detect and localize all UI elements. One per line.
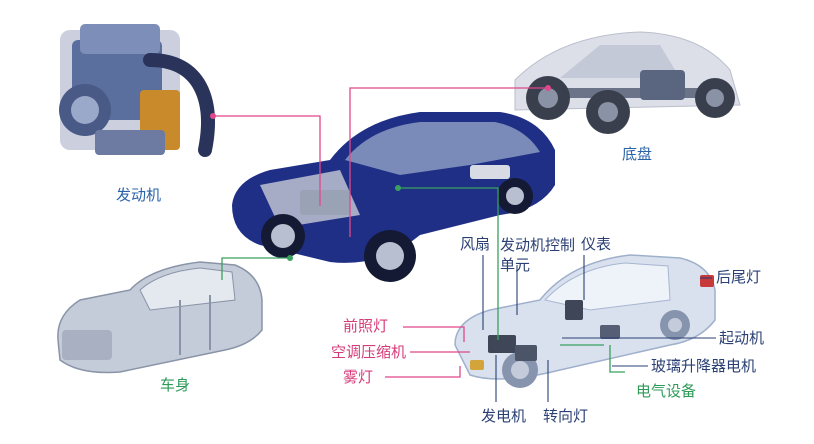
engine-illustration — [59, 24, 215, 157]
chassis-label: 底盘 — [622, 145, 653, 163]
complete-car-illustration — [232, 112, 555, 282]
chassis-illustration — [514, 31, 741, 134]
pink-connector-lines — [210, 85, 551, 378]
alternator-label: 发电机 — [481, 407, 527, 425]
electrical-equipment-label: 电气设备 — [636, 382, 697, 400]
turn-signal-label: 转向灯 — [543, 407, 589, 425]
starter-label: 起动机 — [719, 329, 765, 347]
headlight-label: 前照灯 — [343, 317, 389, 335]
body-label: 车身 — [160, 376, 191, 394]
instrument-label: 仪表 — [581, 235, 612, 253]
ac-compressor-label: 空调压缩机 — [331, 343, 407, 361]
window-motor-label: 玻璃升降器电机 — [651, 357, 757, 375]
ecu-label: 发动机控制单元 — [500, 236, 576, 274]
electrical-system-illustration — [454, 254, 716, 388]
navy-connector-lines — [482, 255, 716, 402]
green-connector-lines — [221, 185, 625, 373]
car-body-illustration — [57, 261, 263, 374]
engine-label: 发动机 — [116, 186, 162, 204]
fog-lamp-label: 雾灯 — [343, 368, 374, 386]
taillight-label: 后尾灯 — [716, 268, 762, 286]
fan-label: 风扇 — [460, 235, 491, 253]
